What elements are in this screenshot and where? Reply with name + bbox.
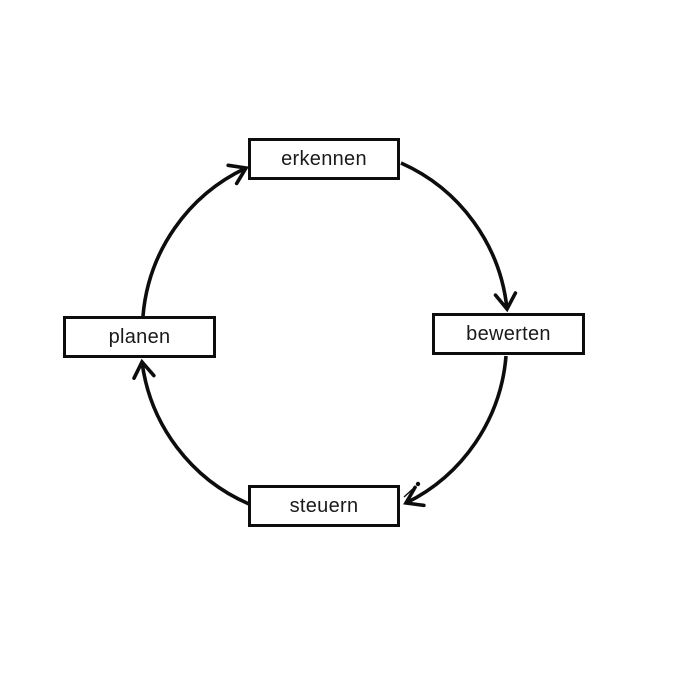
edge-bewerten-to-steuern <box>403 355 508 508</box>
node-planen: planen <box>63 316 216 358</box>
node-steuern-label: steuern <box>289 494 359 517</box>
node-bewerten: bewerten <box>432 313 585 355</box>
stray-line <box>403 486 416 498</box>
edge-steuern-to-planen <box>132 358 250 506</box>
node-bewerten-label: bewerten <box>466 322 551 345</box>
node-erkennen: erkennen <box>248 138 400 180</box>
node-erkennen-label: erkennen <box>281 147 367 170</box>
node-planen-label: planen <box>108 325 171 348</box>
edge-erkennen-to-bewerten <box>400 161 518 313</box>
edge-planen-to-erkennen <box>141 163 249 317</box>
stray-dot <box>415 481 421 487</box>
node-steuern: steuern <box>248 485 400 527</box>
